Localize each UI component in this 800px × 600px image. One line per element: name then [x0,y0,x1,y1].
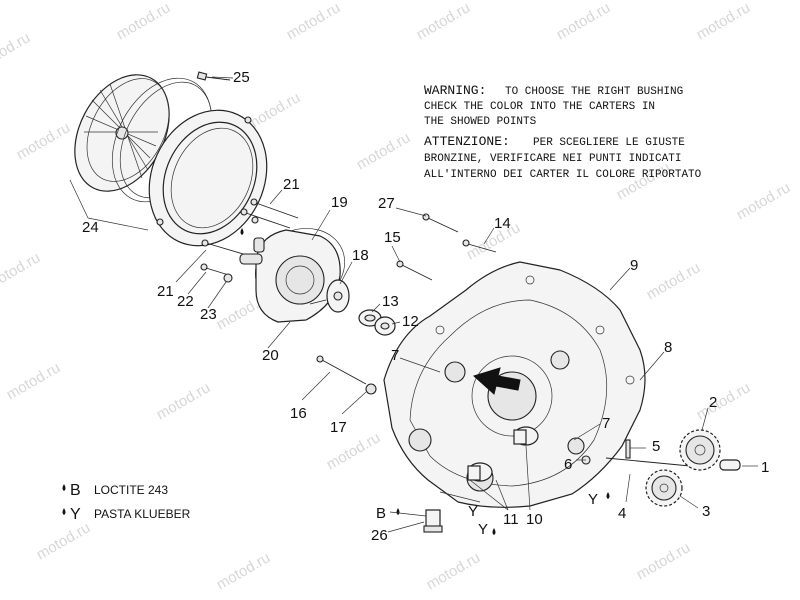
part-4-shaft [605,457,691,467]
callout-2: 2 [709,394,717,411]
watermark: motod.ru [154,379,214,423]
callout-21: 21 [283,176,300,193]
legend-text: PASTA KLUEBER [94,507,191,521]
callout-5: 5 [652,438,660,455]
drop-icon [62,508,66,515]
part-25-bolt [196,71,231,81]
callout-9: 9 [630,257,638,274]
callout-10: 10 [526,511,543,528]
warning-line: BRONZINE, VERIFICARE NEI PUNTI INDICATI [424,153,681,165]
watermark: motod.ru [214,549,274,593]
callout-14: 14 [494,215,511,232]
callout-27: 27 [378,195,395,212]
legend: B LOCTITE 243 Y PASTA KLUEBER [62,482,191,523]
watermark: motod.ru [0,29,33,73]
drop-markers [240,228,610,535]
legend-text: LOCTITE 243 [94,483,168,497]
part-21-bolts-upper [240,198,299,229]
callout-23: 23 [200,306,217,323]
watermark: motod.ru [414,0,474,43]
watermark: motod.ru [4,359,64,403]
part-14-bolt [462,239,497,253]
watermark: motod.ru [644,259,704,303]
callout-19: 19 [331,194,348,211]
part-20-pump-cover [239,229,341,323]
clutch-ring-cover [148,109,268,247]
callout-6: 6 [564,456,572,473]
watermark: motod.ru [354,129,414,173]
part-3-gear [645,469,683,507]
callout-numbers: 25 24 21 19 21 22 23 20 18 13 12 27 14 1… [82,69,769,544]
part-23-washer [223,273,233,283]
part-15-bolt [396,260,433,281]
part-16-long-bolt [316,355,367,385]
watermark: motod.ru [14,119,74,163]
drop-icon [62,484,66,491]
leader-lines [69,76,758,533]
watermark: motod.ru [734,179,794,223]
callout-4: 4 [618,505,626,522]
legend-key: B [70,482,81,499]
callout-7: 7 [602,415,610,432]
callout-11: 11 [503,511,519,528]
callout-21: 21 [157,283,174,300]
callout-12: 12 [402,313,419,330]
arrow-indicator [473,367,521,395]
warning-label-en: WARNING: [424,83,486,98]
callout-B: B [376,505,386,522]
warning-line: CHECK THE COLOR INTO THE CARTERS IN [424,101,655,113]
part-26-sensor [423,509,443,533]
part-18-impeller [309,279,350,313]
callout-26: 26 [371,527,388,544]
legend-key: Y [70,506,81,523]
callout-8: 8 [664,339,672,356]
part-10-bushing [513,426,539,446]
callout-15: 15 [384,229,401,246]
watermark: motod.ru [554,0,614,43]
part-27-bolt [422,213,459,233]
callout-16: 16 [290,405,307,422]
callout-Y: Y [468,503,478,520]
callout-1: 1 [761,459,769,476]
callout-22: 22 [177,293,194,310]
part-11-bushing [467,462,493,482]
warning-block: WARNING: TO CHOOSE THE RIGHT BUSHING CHE… [424,83,702,181]
callout-Y: Y [588,491,598,508]
callout-20: 20 [262,347,279,364]
part-1-bushing [719,459,741,471]
callout-25: 25 [233,69,250,86]
watermark: motod.ru [34,519,94,563]
callout-18: 18 [352,247,369,264]
callout-24: 24 [82,219,99,236]
warning-line: TO CHOOSE THE RIGHT BUSHING [505,86,683,98]
callout-7: 7 [391,347,399,364]
callout-Y: Y [478,521,488,538]
part-12-bearing [374,316,396,336]
watermark: motod.ru [114,0,174,43]
warning-line: THE SHOWED POINTS [424,116,537,128]
warning-line: ALL'INTERNO DEI CARTER IL COLORE RIPORTA… [424,169,702,181]
part-17-washer [365,383,377,395]
watermark: motod.ru [694,379,754,423]
watermark: motod.ru [284,0,344,43]
warning-label-it: ATTENZIONE: [424,134,510,149]
watermark: motod.ru [614,159,674,203]
watermark: motod.ru [0,249,43,293]
watermark: motod.ru [424,549,484,593]
callout-13: 13 [382,293,399,310]
watermark: motod.ru [694,0,754,43]
part-2-gear [679,429,721,471]
warning-line: PER SCEGLIERE LE GIUSTE [533,137,685,149]
part-5-key [625,439,631,459]
callout-3: 3 [702,503,710,520]
watermark: motod.ru [634,539,694,583]
callout-17: 17 [330,419,347,436]
